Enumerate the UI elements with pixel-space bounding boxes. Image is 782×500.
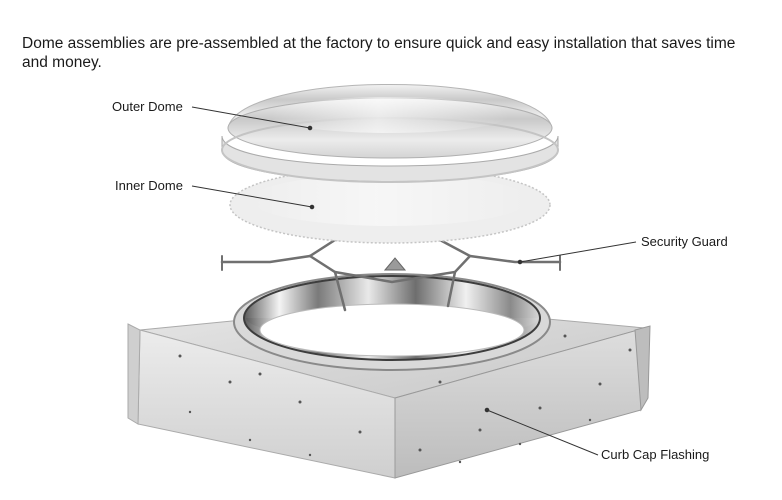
- leader-outer-dome: [191, 106, 311, 129]
- security-guard: [220, 234, 562, 312]
- leader-inner-dome-dot: [309, 204, 315, 210]
- curb-cap-flashing-label: Curb Cap Flashing: [601, 447, 710, 462]
- reflective-tube-ring: [233, 273, 551, 371]
- leader-curb-cap-flashing: [486, 409, 599, 456]
- inner-dome: [229, 166, 551, 244]
- inner-dome-label: Inner Dome: [115, 178, 183, 193]
- outer-dome: [221, 84, 559, 183]
- security-guard-label: Security Guard: [641, 234, 728, 249]
- leader-curb-cap-flashing-dot: [484, 407, 490, 413]
- leader-inner-dome: [191, 185, 313, 208]
- leader-outer-dome-dot: [307, 125, 313, 131]
- leader-security-guard-dot: [517, 259, 523, 265]
- outer-dome-label: Outer Dome: [112, 99, 183, 114]
- leader-security-guard: [519, 241, 637, 263]
- intro-text: Dome assemblies are pre-assembled at the…: [22, 35, 736, 71]
